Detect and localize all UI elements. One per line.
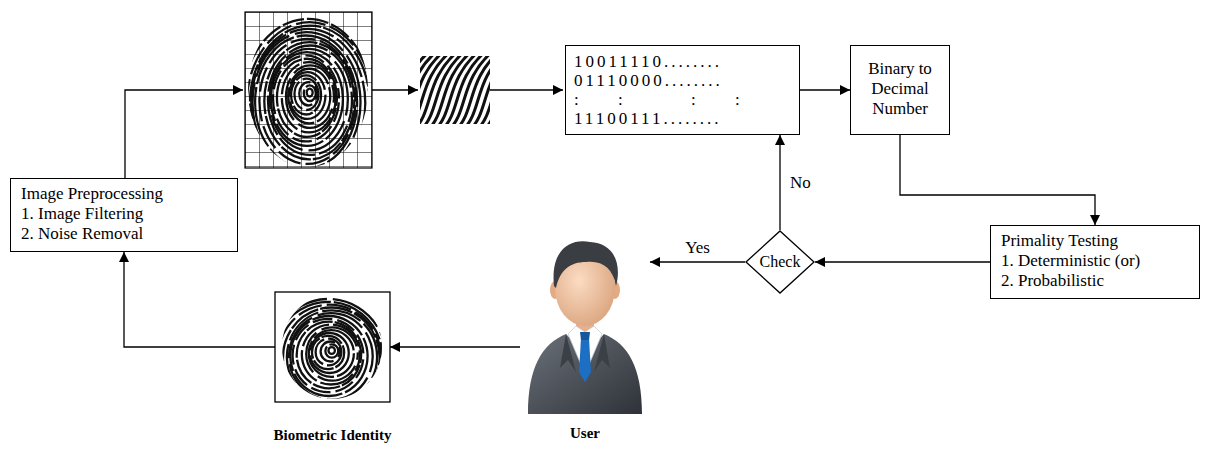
decision-label: Check: [760, 253, 801, 271]
user-figure: [528, 241, 642, 414]
flow-arrow: [490, 89, 563, 90]
process-box: Image Preprocessing1. Image Filtering2. …: [10, 178, 238, 252]
binary-data-box: 10011110........01110000........: : : :1…: [565, 45, 800, 135]
grid-lines: [245, 12, 372, 168]
node-label: 2. Probabilistic: [1001, 271, 1189, 291]
connector: [779, 135, 780, 230]
edge-label: Yes: [683, 238, 712, 258]
node-label: 2. Noise Removal: [21, 224, 227, 244]
node-label: Image Preprocessing: [21, 184, 227, 204]
edge-label: No: [788, 173, 813, 193]
node-label: 11100111........: [574, 109, 791, 128]
connector: [800, 89, 850, 90]
connector: [124, 252, 275, 347]
node-label: Primality Testing: [1001, 231, 1189, 251]
node-label: 1. Image Filtering: [21, 204, 227, 224]
user-node: User: [520, 222, 650, 442]
fingerprint-crop: [420, 56, 490, 124]
flow-arrow: [125, 90, 243, 178]
node-label: 10011110........: [574, 52, 791, 71]
node-label: 01110000........: [574, 71, 791, 90]
node-label: Binary to Decimal Number: [861, 59, 939, 119]
connector: [815, 261, 990, 262]
connector: [650, 261, 745, 262]
connector: [390, 346, 520, 347]
decision-diamond: Check: [745, 230, 815, 294]
grid-frame: [245, 12, 372, 168]
connector: [900, 135, 1095, 225]
node-label: User: [570, 425, 600, 442]
fingerprint: [270, 299, 386, 419]
process-box: Binary to Decimal Number: [850, 45, 950, 135]
biometric-node: Biometric Identity: [262, 292, 403, 444]
flow-arrow: [372, 89, 418, 90]
process-box: Primality Testing1. Deterministic (or)2.…: [990, 225, 1200, 299]
node-label: : : : :: [574, 90, 791, 109]
node-label: Biometric Identity: [274, 427, 392, 444]
node-label: 1. Deterministic (or): [1001, 251, 1189, 271]
